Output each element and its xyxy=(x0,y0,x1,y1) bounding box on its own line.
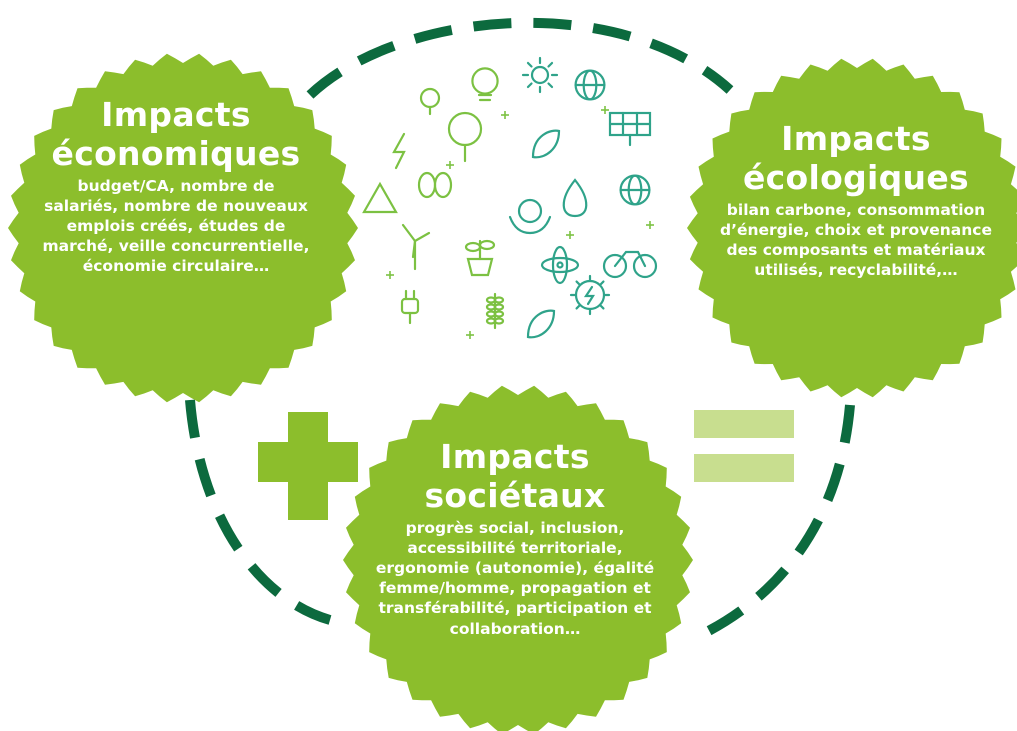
societal-description: progrès social, inclusion, accessibilité… xyxy=(375,518,655,638)
societal-title-line1: Impacts xyxy=(440,437,590,476)
sun-icon xyxy=(521,56,559,94)
plus-sign-icon xyxy=(258,412,358,520)
sustainability-icon-cluster xyxy=(362,56,658,339)
economic-description: budget/CA, nombre de salariés, nombre de… xyxy=(42,176,310,276)
societal-title-line2: sociétaux xyxy=(424,475,606,515)
plant-pot-icon xyxy=(464,239,496,277)
wheat-icon xyxy=(485,292,505,330)
apple-icon xyxy=(419,87,441,116)
water-drop-icon xyxy=(562,178,588,218)
leaf-icon xyxy=(531,129,561,159)
earth-icon xyxy=(619,174,651,206)
ecological-description: bilan carbone, consommation d’énergie, c… xyxy=(719,200,993,280)
lightning-icon xyxy=(392,132,406,170)
butterfly-icon xyxy=(417,171,453,199)
gear-energy-icon xyxy=(569,274,611,316)
ecological-title-line1: Impacts xyxy=(781,119,931,158)
equals-sign-icon xyxy=(694,410,794,482)
tree-icon xyxy=(447,111,483,163)
atom-icon xyxy=(540,245,580,285)
hands-globe-icon xyxy=(508,198,552,235)
lightbulb-icon xyxy=(471,67,499,102)
economic-title-line2: économiques xyxy=(51,133,301,173)
economic-title-line1: Impacts xyxy=(101,95,251,134)
dashed-ring xyxy=(185,17,855,645)
societal-bubble xyxy=(343,385,693,731)
ecological-title-line2: écologiques xyxy=(743,157,969,197)
societal-text-block: Impacts sociétaux progrès social, inclus… xyxy=(362,437,668,639)
bicycle-icon xyxy=(602,250,658,279)
solar-panel-icon xyxy=(608,111,652,147)
ecological-text-block: Impacts écologiques bilan carbone, conso… xyxy=(706,119,1006,280)
ecological-bubble xyxy=(687,58,1017,398)
globe-icon xyxy=(574,69,606,101)
recycle-icon xyxy=(362,181,398,214)
wind-turbine-icon xyxy=(401,223,431,271)
power-plug-icon xyxy=(400,289,420,325)
sprout-icon xyxy=(526,309,556,339)
economic-bubble xyxy=(8,53,358,403)
economic-text-block: Impacts économiques budget/CA, nombre de… xyxy=(42,95,310,277)
